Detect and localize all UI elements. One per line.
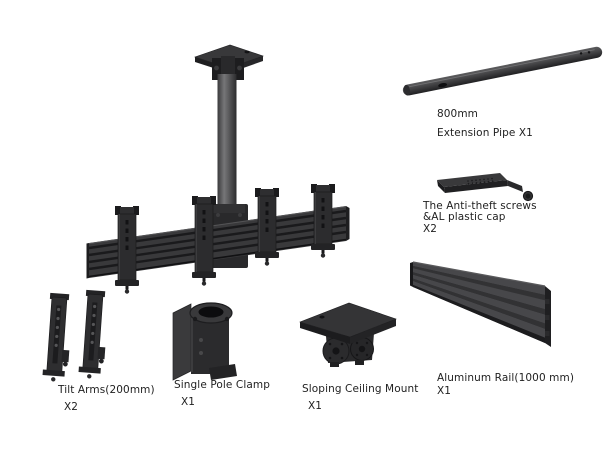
- single-pole-clamp-image: [172, 302, 237, 381]
- anti-theft-label-line2: &AL plastic cap: [423, 211, 506, 223]
- plastic-cap-icon: [522, 190, 534, 202]
- rail-bracket-icon: [311, 184, 335, 258]
- sloping-ceiling-mount-name-label: Sloping Ceiling Mount: [302, 383, 419, 395]
- screw-grid-icon: [467, 177, 494, 185]
- sloping-ceiling-mount-qty-label: X1: [308, 400, 323, 412]
- rail-bracket-icon: [192, 196, 216, 286]
- aluminum-rail-name-label: Aluminum Rail(1000 mm): [437, 372, 575, 384]
- aluminum-rail-qty-label: X1: [437, 385, 452, 397]
- anti-theft-screws-image: [437, 173, 534, 202]
- ceiling-pole-icon: [217, 74, 237, 212]
- tilt-arm-icon: [42, 292, 70, 382]
- sloping-ceiling-mount-image: [299, 302, 397, 367]
- anti-theft-qty-label: X2: [423, 222, 438, 235]
- tilt-arm-icon: [78, 289, 106, 379]
- tilt-arms-qty-label: X2: [64, 401, 79, 413]
- rail-bracket-icon: [115, 206, 139, 294]
- tilt-arms-name-label: Tilt Arms(200mm): [58, 384, 155, 396]
- aluminum-rail-image: [410, 261, 551, 347]
- main-assembly-image: [86, 44, 350, 294]
- single-pole-clamp-name-label: Single Pole Clamp: [174, 379, 270, 391]
- pole-hinge-icon: [212, 56, 244, 80]
- extension-pipe-image: [402, 46, 603, 96]
- rail-bracket-icon: [255, 188, 279, 266]
- tilt-arms-image: [42, 289, 106, 382]
- extension-pipe-name-label: Extension Pipe X1: [437, 127, 533, 139]
- extension-pipe-size-label: 800mm: [437, 108, 478, 120]
- anti-theft-label-line1: The Anti-theft screws: [423, 200, 537, 212]
- single-pole-clamp-qty-label: X1: [181, 396, 196, 408]
